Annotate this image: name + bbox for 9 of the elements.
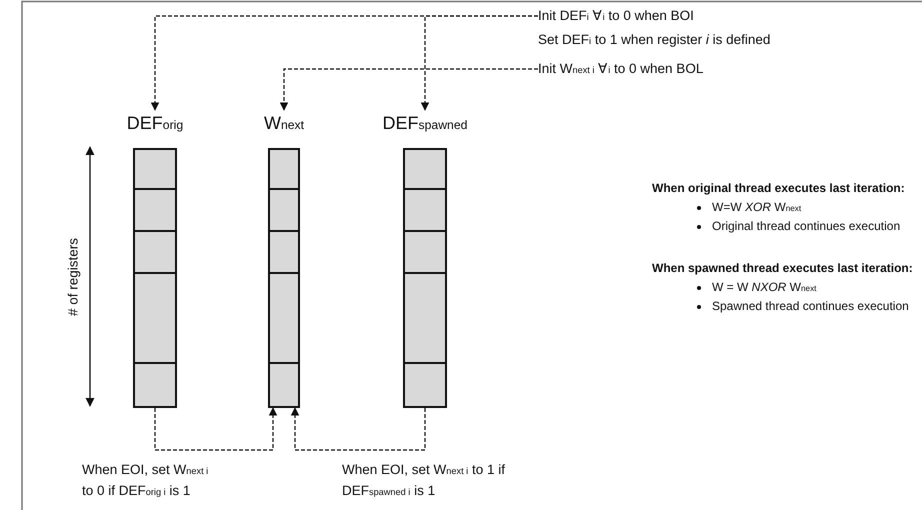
axis-label: # of registers xyxy=(64,238,82,316)
dashed-arrow xyxy=(280,68,538,111)
dashed-arrow xyxy=(290,407,426,451)
dashed-arrow xyxy=(420,15,538,111)
section-heading: When original thread executes last iteration: xyxy=(652,180,905,197)
bullet-text: Original thread continues execution xyxy=(712,218,900,235)
section-heading: When spawned thread executes last iteration: xyxy=(652,260,913,277)
dashed-arrow xyxy=(154,407,278,451)
bullet-text: Spawned thread continues execution xyxy=(712,298,909,315)
